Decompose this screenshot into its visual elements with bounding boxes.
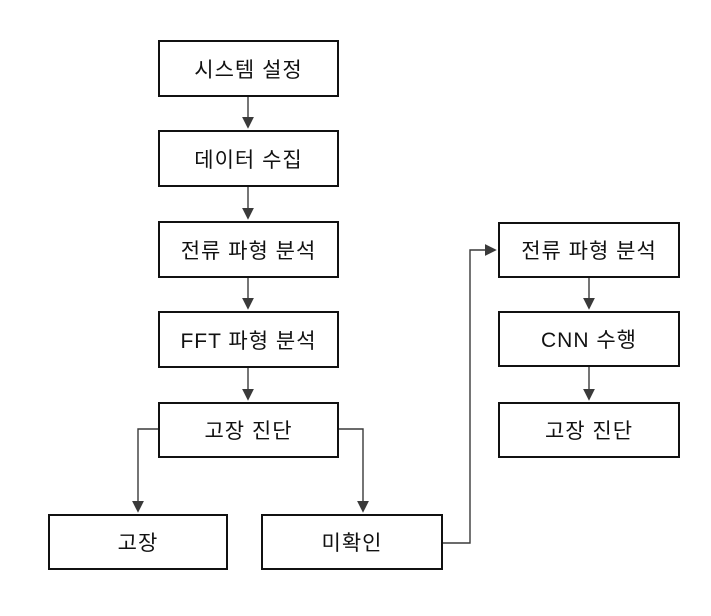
node-unconfirmed: 미확인	[261, 514, 443, 570]
node-system-setup: 시스템 설정	[158, 40, 339, 97]
connector-diagnosis-to-unconfirmed	[339, 428, 369, 513]
node-fault: 고장	[48, 514, 228, 570]
node-data-collection: 데이터 수집	[158, 130, 339, 187]
node-fault-diagnosis-2: 고장 진단	[498, 402, 680, 458]
node-cnn-execution: CNN 수행	[498, 311, 680, 367]
connector-diagnosis-to-fault	[132, 428, 158, 513]
connector-unconfirmed-to-current2	[443, 244, 497, 544]
node-current-waveform-analysis: 전류 파형 분석	[158, 221, 339, 278]
node-fault-diagnosis: 고장 진단	[158, 402, 339, 458]
node-fft-waveform-analysis: FFT 파형 분석	[158, 311, 339, 368]
node-current-waveform-analysis-2: 전류 파형 분석	[498, 222, 680, 278]
